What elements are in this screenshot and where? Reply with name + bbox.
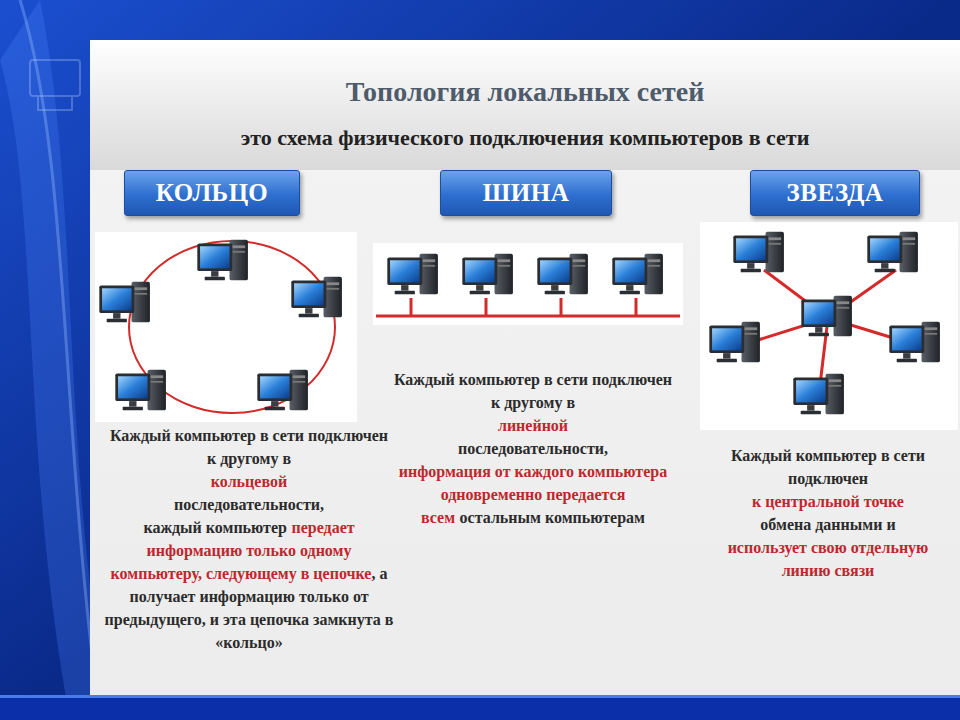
bus-description: Каждый компьютер в сети подключен к друг… [388,368,678,529]
topology-button: ШИНА [440,170,612,216]
slide-title: Топология локальных сетей [90,76,960,108]
highlight-text: к центральной точке [706,490,950,513]
bus-panel [373,243,683,325]
bus-computers [387,254,663,294]
topology-button: КОЛЬЦО [124,170,300,216]
ring-panel [95,232,357,422]
description-text: остальным компьютерам [460,509,645,526]
highlight-text: использует свою отдельную линию связи [728,539,929,579]
button-label: ЗВЕЗДА [787,179,884,207]
subtitle: это схема физического подключения компью… [100,124,950,152]
subtitle-text: это схема физического подключения компью… [241,125,810,150]
bus-cable [376,298,680,316]
ring-computers [99,240,342,410]
description-text: Каждый компьютер в сети подключен к друг… [110,427,388,467]
description-text: Каждый компьютер в сети подключен к друг… [394,371,672,411]
description-text: каждый компьютер [143,519,287,536]
highlight-text: линейной [388,414,678,437]
ring-description: Каждый компьютер в сети подключен к друг… [104,424,394,654]
star-panel [700,222,958,430]
description-text: последовательности, [388,437,678,460]
description-text: обмена данными и [706,513,950,536]
button-label: ШИНА [483,179,569,207]
button-label: КОЛЬЦО [156,179,268,207]
highlight-text: кольцевой [104,470,394,493]
star-description: Каждый компьютер в сети подключен к центр… [706,444,950,582]
topology-button: ЗВЕЗДА [750,170,920,216]
description-text: Каждый компьютер в сети подключен [731,447,925,487]
description-text: последовательности, [104,493,394,516]
star-computers [709,232,940,414]
